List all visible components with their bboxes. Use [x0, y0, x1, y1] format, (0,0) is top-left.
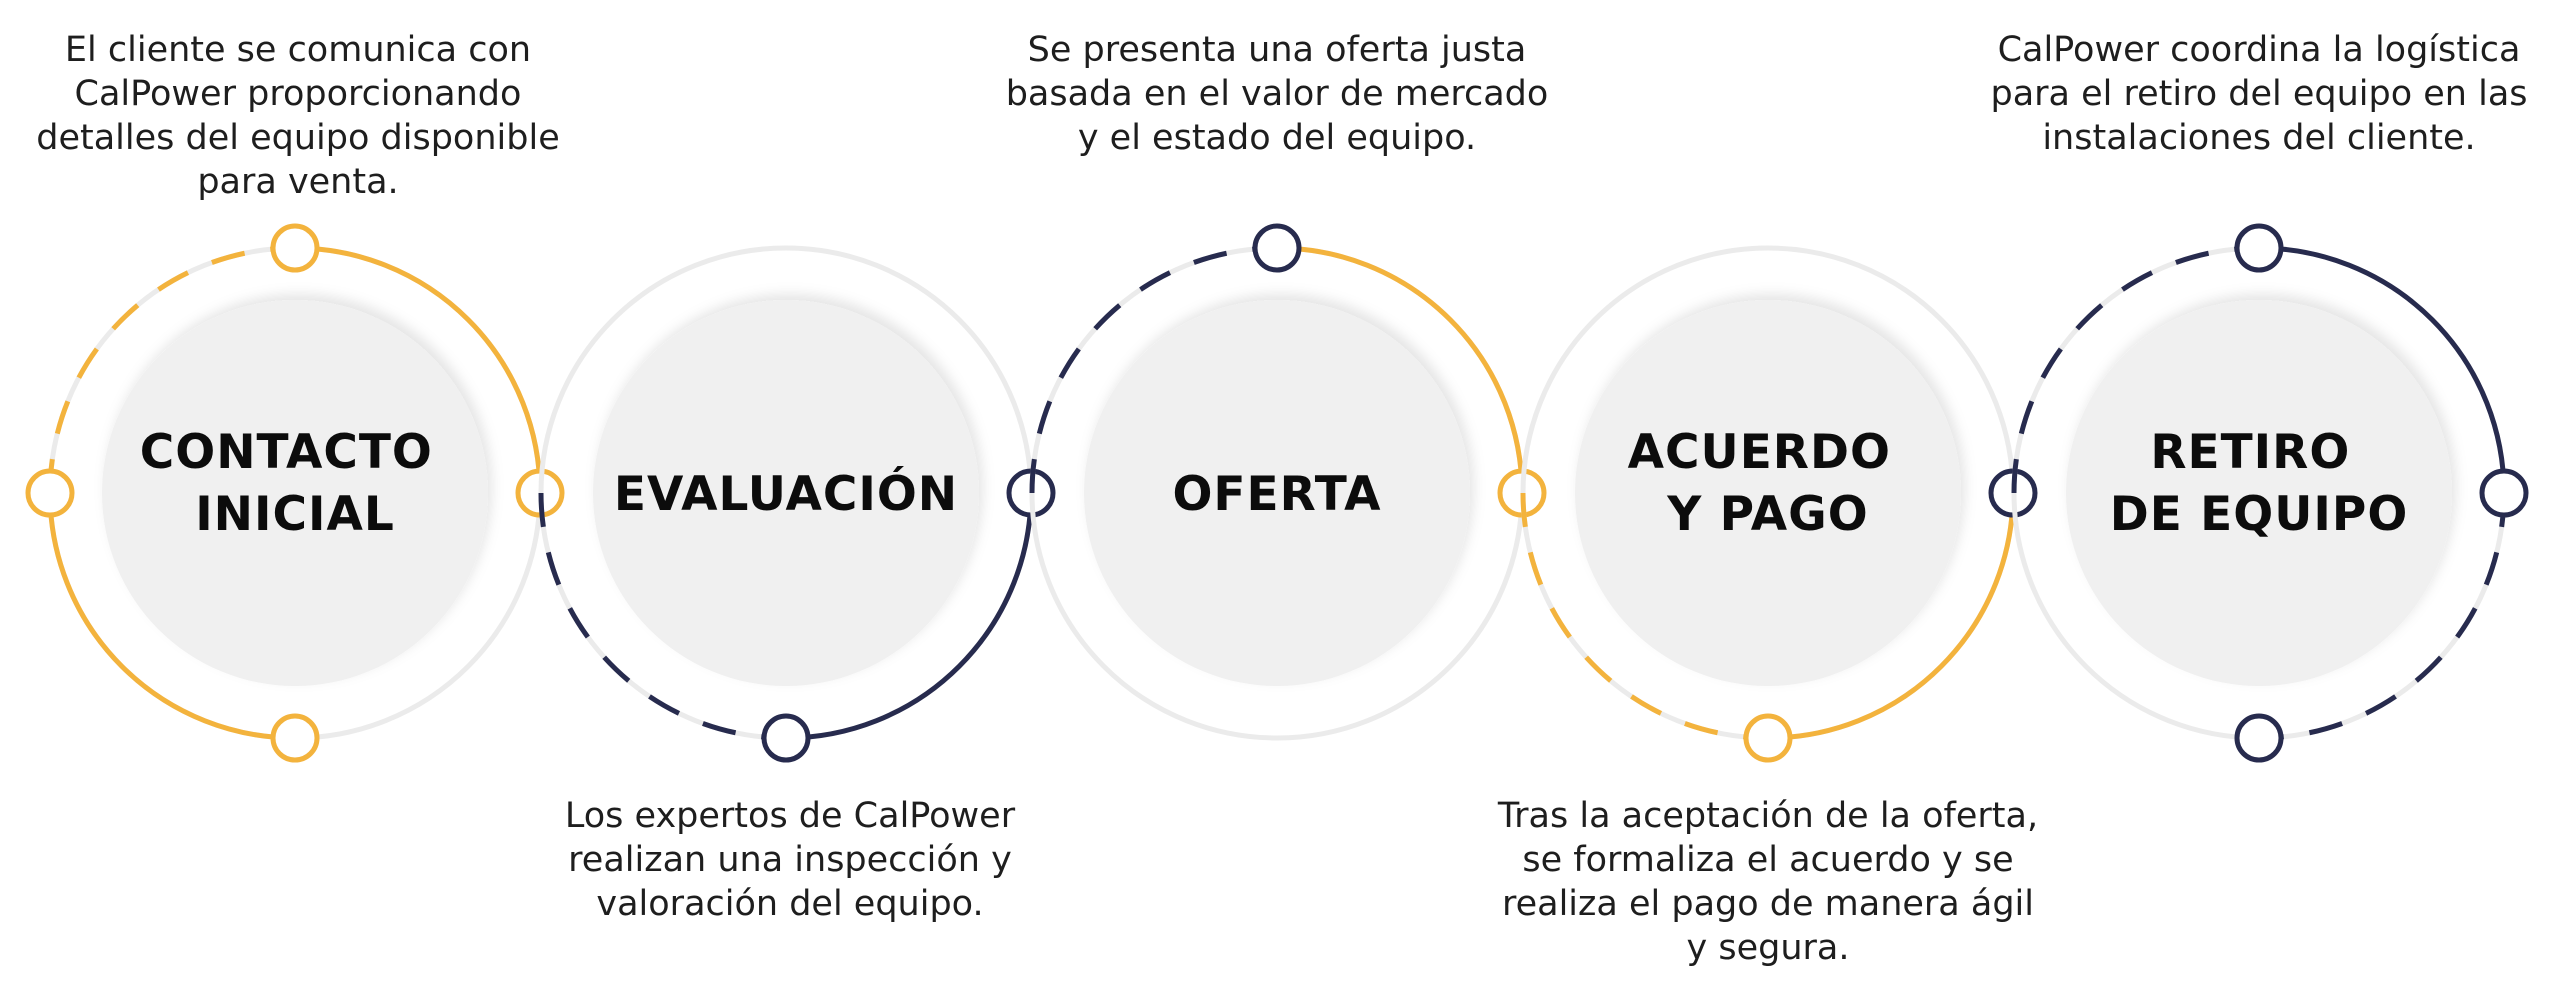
step-description-retiro-de-equipo: CalPower coordina la logística para el r…	[1990, 30, 2528, 158]
step-arc-dashed	[1520, 492, 1769, 741]
ring-node	[2234, 713, 2284, 763]
step-title-line1: OFERTA	[1172, 467, 1381, 522]
step-arc-dashed	[1029, 245, 1278, 494]
step-arc-solid	[47, 492, 296, 741]
step-arc-solid	[2258, 245, 2507, 494]
step-oferta: OFERTA	[1029, 223, 1547, 741]
step-title-line1: EVALUACIÓN	[614, 467, 958, 522]
step-title-line2: DE EQUIPO	[2110, 487, 2409, 542]
step-title-line2: Y PAGO	[1666, 487, 1868, 542]
step-description-contacto-inicial: El cliente se comunica con CalPower prop…	[36, 30, 560, 202]
step-arc-solid	[1276, 245, 1525, 494]
step-arc-solid	[294, 245, 543, 494]
ring-node	[1743, 713, 1793, 763]
step-evaluacion: EVALUACIÓN	[538, 245, 1056, 763]
ring-node	[761, 713, 811, 763]
step-disc	[1084, 300, 1470, 686]
step-acuerdo-y-pago: ACUERDO Y PAGO	[1520, 245, 2038, 763]
svg-text:EVALUACIÓN: EVALUACIÓN	[614, 467, 958, 522]
ring-node	[2234, 223, 2284, 273]
svg-text:ACUERDO Y PAGO: ACUERDO Y PAGO	[1628, 425, 1909, 542]
step-disc	[102, 300, 488, 686]
step-arc-solid	[785, 492, 1034, 741]
svg-text:OFERTA: OFERTA	[1172, 467, 1381, 522]
step-arc-dashed	[2011, 245, 2260, 494]
step-description-acuerdo-y-pago: Tras la aceptación de la oferta, se form…	[1497, 796, 2039, 968]
svg-text:CONTACTO INICIAL: CONTACTO INICIAL	[140, 425, 450, 542]
ring-node	[270, 713, 320, 763]
ring-node	[25, 468, 75, 518]
step-disc	[1575, 300, 1961, 686]
step-title-line1: ACUERDO	[1628, 425, 1891, 480]
step-disc	[593, 300, 979, 686]
step-contacto-inicial: CONTACTO INICIAL	[25, 223, 565, 763]
ring-node	[1252, 223, 1302, 273]
ring-node	[270, 223, 320, 273]
step-title-line2: INICIAL	[195, 487, 395, 542]
step-arc-dashed	[538, 492, 787, 741]
step-arc-solid	[1767, 492, 2016, 741]
svg-text:RETIRO DE EQUIPO: RETIRO DE EQUIPO	[2110, 425, 2409, 542]
ring-node	[2479, 468, 2529, 518]
step-description-evaluacion: Los expertos de CalPower realizan una in…	[564, 796, 1016, 924]
step-arc-dashed	[47, 245, 296, 494]
step-arc-dashed	[2258, 492, 2507, 741]
step-description-oferta: Se presenta una oferta justa basada en e…	[1005, 30, 1549, 158]
step-disc	[2066, 300, 2452, 686]
step-title-line1: CONTACTO	[140, 425, 433, 480]
step-retiro-de-equipo: RETIRO DE EQUIPO	[2011, 223, 2529, 763]
step-title-line1: RETIRO	[2150, 425, 2350, 480]
